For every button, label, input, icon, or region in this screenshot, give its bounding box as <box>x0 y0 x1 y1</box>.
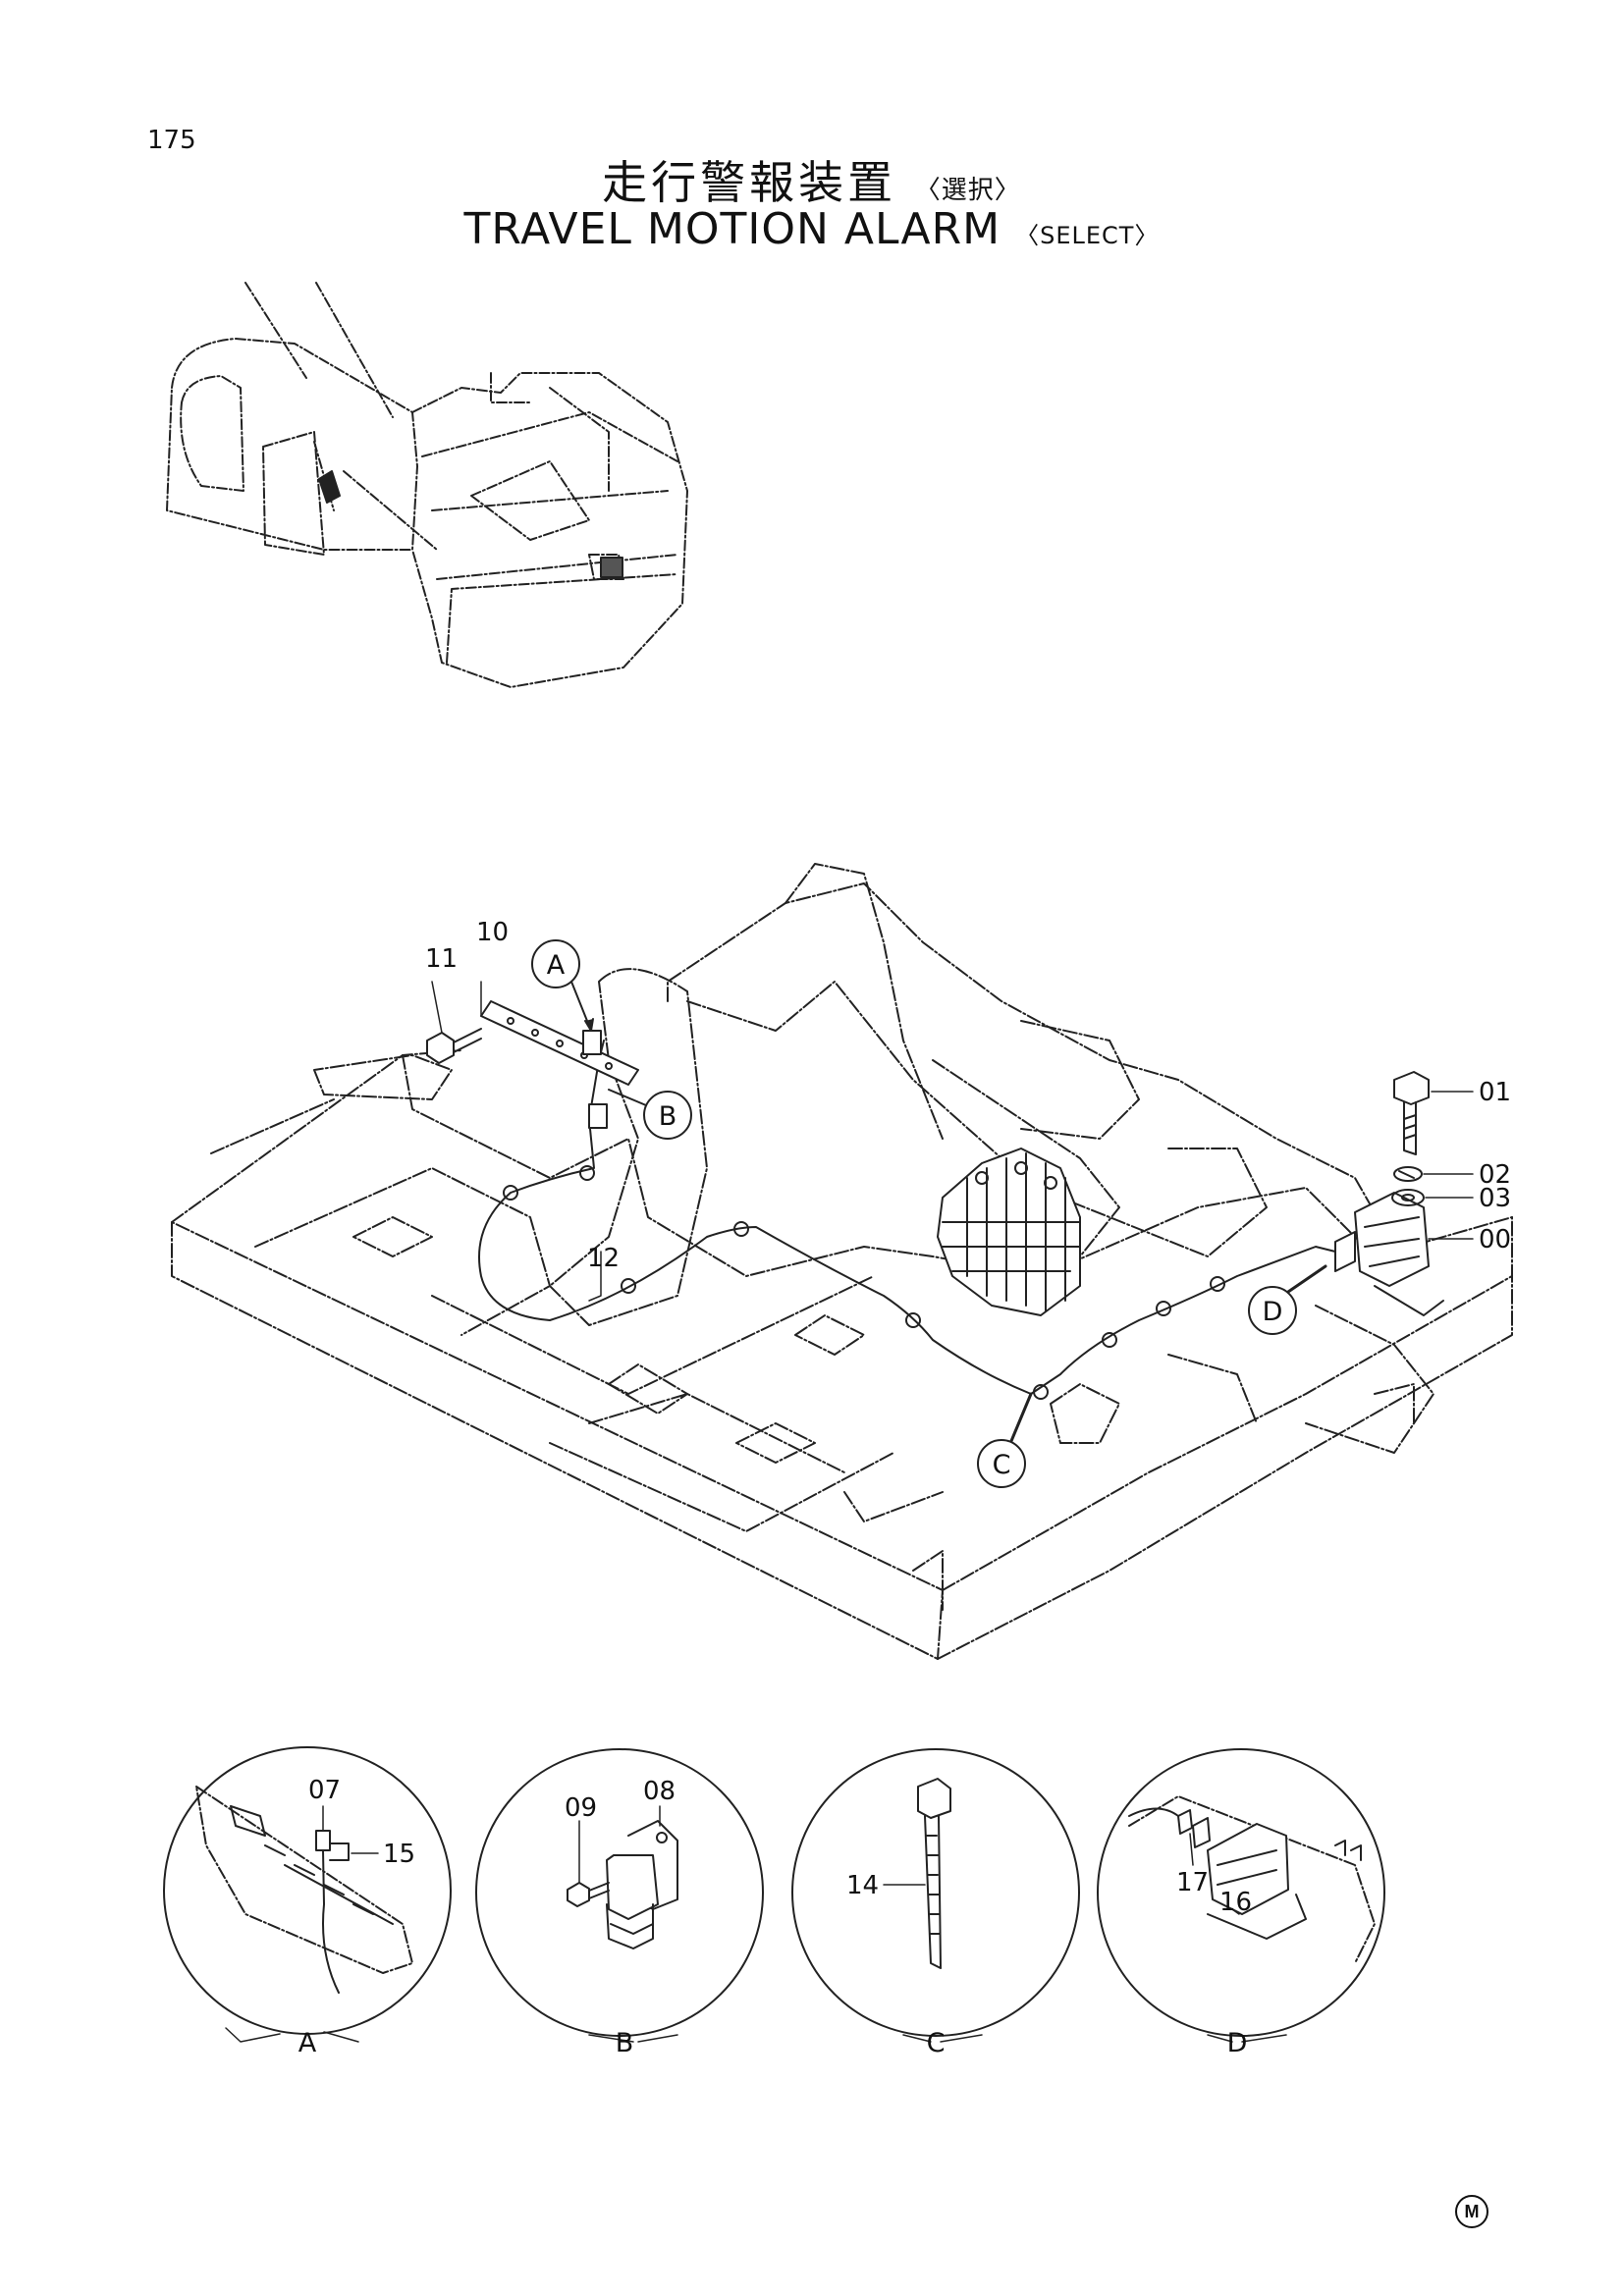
overview-alarm-marker <box>318 470 623 578</box>
title-jp-sub: 〈選択〉 <box>914 176 1021 205</box>
detail-c <box>791 1748 1080 2043</box>
callout-14: 14 <box>846 1871 879 1900</box>
detail-d-label: D <box>1227 2028 1248 2058</box>
footer-mark: M <box>1455 2195 1488 2228</box>
ref-circle-b <box>608 1089 692 1140</box>
title-en-main: TRAVEL MOTION ALARM <box>463 204 1001 254</box>
detail-d <box>1097 1748 1385 2043</box>
washer-part-03 <box>1391 1189 1425 1206</box>
wire-harness <box>478 1040 1336 1395</box>
page-number: 175 <box>147 126 196 155</box>
ref-d-letter: D <box>1263 1297 1283 1327</box>
callout-11: 11 <box>425 944 458 974</box>
callout-08: 08 <box>643 1777 676 1806</box>
callout-03: 03 <box>1479 1184 1511 1213</box>
ref-c-letter: C <box>993 1450 1011 1480</box>
control-valve <box>937 1148 1081 1316</box>
callout-07: 07 <box>308 1776 341 1805</box>
ref-a-letter: A <box>547 950 566 981</box>
washer-part-02 <box>1393 1166 1423 1182</box>
detail-a-label: A <box>298 2028 317 2058</box>
bolt-part-01 <box>1393 1071 1430 1155</box>
title-japanese: 走行警報装置 〈選択〉 <box>0 147 1623 212</box>
bolt-part-11 <box>426 1028 482 1064</box>
ref-b-letter: B <box>659 1101 677 1132</box>
callout-00: 00 <box>1479 1225 1511 1255</box>
ref-circle-c <box>977 1392 1033 1488</box>
callout-01: 01 <box>1479 1078 1511 1107</box>
detail-b-label: B <box>616 2028 634 2058</box>
title-english: TRAVEL MOTION ALARM 〈SELECT〉 <box>0 204 1623 254</box>
alarm-unit <box>1334 1192 1444 1316</box>
detail-c-label: C <box>927 2028 946 2058</box>
callout-17: 17 <box>1176 1868 1209 1897</box>
callout-12: 12 <box>587 1244 620 1273</box>
callout-15: 15 <box>383 1840 415 1869</box>
callout-09: 09 <box>565 1793 597 1823</box>
title-jp-main: 走行警報装置 <box>602 156 897 209</box>
detail-b <box>475 1748 764 2043</box>
main-leader-lines <box>431 981 1474 1302</box>
title-en-sub: 〈SELECT〉 <box>1015 222 1160 249</box>
ref-circle-d <box>1248 1264 1327 1335</box>
machine-overview <box>166 282 688 688</box>
bracket-plate <box>480 1000 639 1086</box>
ref-circle-a <box>531 939 594 1032</box>
callout-16: 16 <box>1219 1888 1252 1917</box>
callout-02: 02 <box>1479 1160 1511 1190</box>
callout-10: 10 <box>476 918 509 947</box>
detail-a <box>163 1746 452 2043</box>
harness-clips <box>503 1165 1225 1400</box>
main-frame <box>171 863 1513 1660</box>
